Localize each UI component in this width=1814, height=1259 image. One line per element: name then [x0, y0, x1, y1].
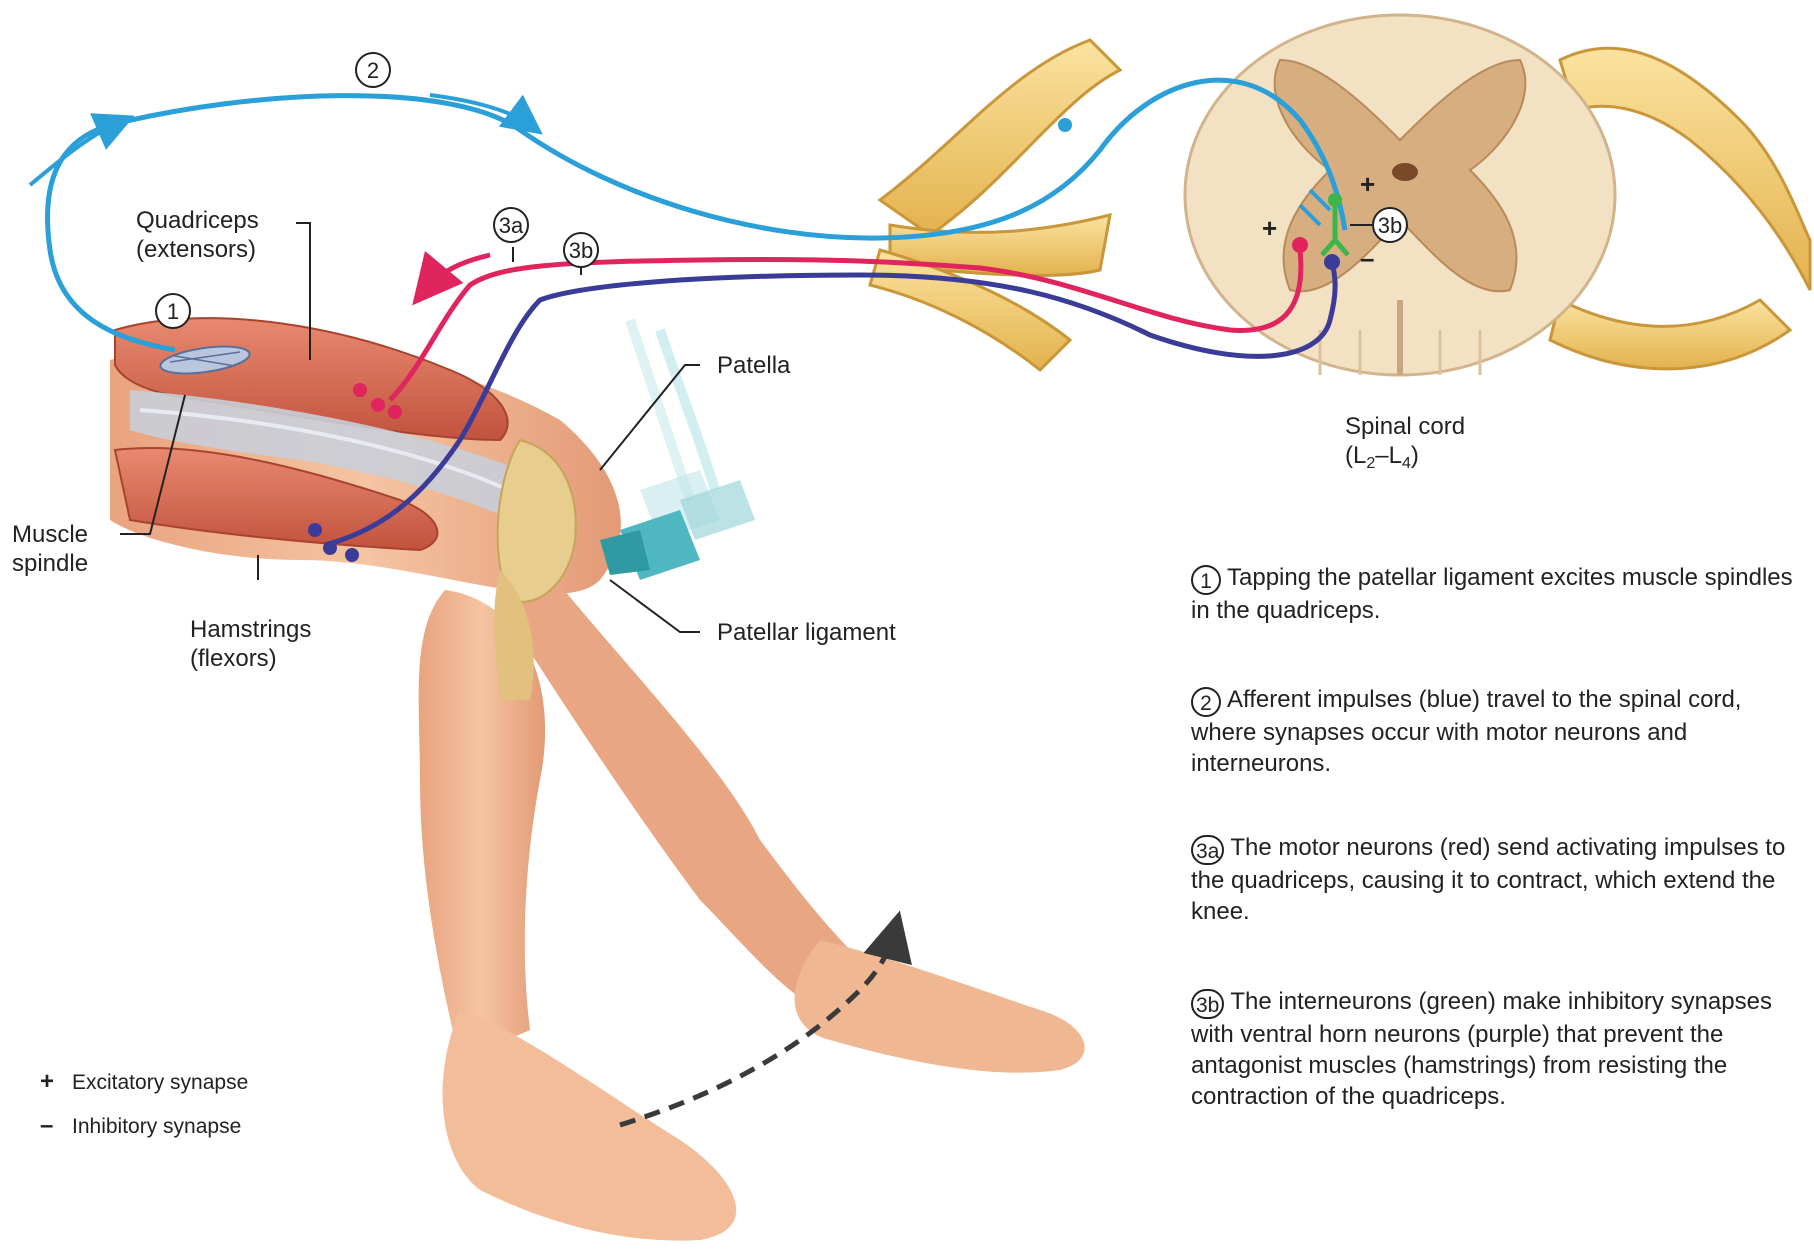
afferent-arrow-left	[30, 122, 120, 185]
caption-number: 3b	[1191, 989, 1224, 1019]
label-spinal-cord: Spinal cord (L2–L4)	[1345, 412, 1465, 478]
legend-text: Inhibitory synapse	[72, 1115, 241, 1138]
label-patella: Patella	[717, 351, 790, 380]
badge-step-3b: 3b	[563, 232, 599, 268]
motor-arrow	[425, 255, 490, 290]
synapse-minus: –	[1360, 244, 1374, 273]
knee-anatomy-icon	[110, 318, 1085, 1241]
label-spinal-level: (L2–L4)	[1345, 441, 1465, 478]
legend-text: Excitatory synapse	[72, 1071, 248, 1094]
label-quadriceps: Quadriceps(extensors)	[136, 206, 259, 264]
motor-neuron-body	[1292, 237, 1308, 253]
sensory-cell-body	[1058, 118, 1072, 132]
spinal-cord-icon	[870, 15, 1810, 375]
caption-number: 1	[1191, 565, 1221, 595]
ventral-horn-neuron-body	[1324, 254, 1340, 270]
synapse-plus-right: +	[1360, 170, 1375, 199]
badge-step-3a: 3a	[493, 207, 529, 243]
caption-text: The interneurons (green) make inhibitory…	[1191, 988, 1772, 1110]
legend-symbol: –	[40, 1112, 72, 1140]
badge-step-2: 2	[355, 52, 391, 88]
badge-step-3b-cord: 3b	[1372, 207, 1408, 243]
legend-inhibitory: –Inhibitory synapse	[40, 1112, 241, 1140]
label-patellar-ligament: Patellar ligament	[717, 618, 896, 647]
badge-step-1: 1	[155, 293, 191, 329]
caption-text: Tapping the patellar ligament excites mu…	[1191, 564, 1793, 624]
legend-excitatory: +Excitatory synapse	[40, 1068, 248, 1096]
legend-symbol: +	[40, 1068, 72, 1096]
caption-text: The motor neurons (red) send activating …	[1191, 834, 1785, 925]
caption-number: 3a	[1191, 835, 1224, 865]
caption-number: 2	[1191, 687, 1221, 717]
motor-pathway	[390, 250, 1301, 400]
label-hamstrings: Hamstrings(flexors)	[190, 615, 311, 673]
synapse-plus-left: +	[1262, 214, 1277, 243]
caption-text: Afferent impulses (blue) travel to the s…	[1191, 686, 1741, 777]
